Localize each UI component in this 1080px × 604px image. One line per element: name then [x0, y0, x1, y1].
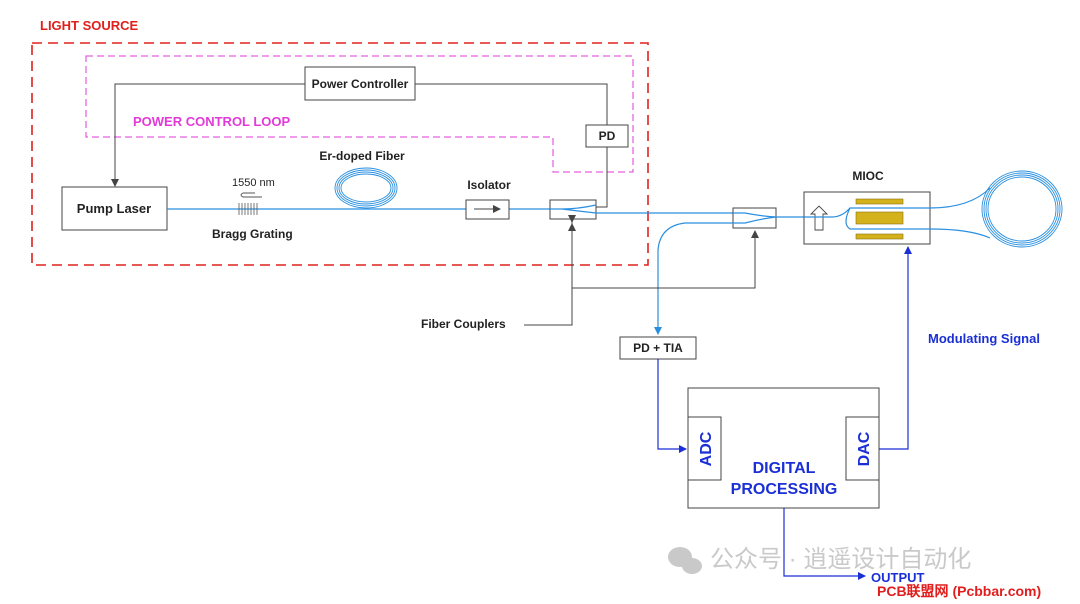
coupler-1-leader — [524, 215, 576, 326]
power-controller-label: Power Controller — [312, 77, 409, 91]
reflection-arrow-icon — [240, 192, 262, 198]
coupler-2-leader — [572, 230, 759, 289]
bragg-grating — [238, 203, 258, 215]
polarizer-arrow-icon — [809, 205, 829, 231]
pump-laser-label: Pump Laser — [77, 201, 151, 216]
pc-to-pump-wire — [111, 83, 305, 187]
dac-box — [845, 416, 880, 481]
pd-to-adc-signal — [657, 359, 687, 453]
wavelength-label: 1550 nm — [232, 177, 275, 189]
isolator-box — [465, 199, 510, 220]
mioc-electrode-mid — [855, 211, 904, 225]
adc-label: ADC — [698, 431, 715, 466]
power-control-loop-frame — [85, 55, 634, 173]
output-signal — [783, 508, 866, 580]
er-doped-fiber-label: Er-doped Fiber — [319, 149, 405, 163]
light-source-frame — [31, 42, 649, 266]
coil-lead-top — [929, 187, 991, 209]
digital-label: DIGITAL — [753, 460, 816, 477]
dac-label: DAC — [856, 431, 873, 466]
watermark-site: PCB联盟网 (Pcbbar.com) — [877, 583, 1041, 599]
fiber-couplers-label: Fiber Couplers — [421, 317, 506, 331]
coupler-2-fibers — [733, 212, 777, 224]
pd-to-coupler-wire — [596, 147, 608, 208]
er-doped-fiber-coil — [334, 167, 398, 209]
light-source-label: LIGHT SOURCE — [40, 18, 139, 33]
fiber-sensing-coil — [981, 170, 1063, 248]
bragg-grating-label: Bragg Grating — [212, 227, 293, 241]
power-control-loop-label: POWER CONTROL LOOP — [133, 114, 291, 129]
coil-lead-bottom — [929, 228, 991, 239]
mioc-waveguide — [804, 207, 930, 230]
processing-label: PROCESSING — [731, 481, 838, 498]
modulating-signal-label: Modulating Signal — [928, 331, 1040, 346]
mioc-electrode-top — [855, 198, 904, 205]
mioc-label: MIOC — [852, 169, 884, 183]
output-label: OUTPUT — [871, 570, 925, 585]
coupler-1-fibers — [550, 204, 597, 214]
adc-box — [687, 416, 722, 481]
pd-tia-label: PD + TIA — [633, 341, 683, 355]
pd-label: PD — [599, 129, 616, 143]
pc-to-pd-wire — [415, 83, 608, 125]
isolator-label: Isolator — [467, 178, 511, 192]
dac-to-mioc-signal — [879, 246, 912, 450]
return-fiber — [654, 222, 733, 335]
mioc-electrode-bottom — [855, 233, 904, 240]
watermark-account: 公众号 · 逍遥设计自动化 — [710, 546, 971, 573]
wechat-icon — [668, 547, 702, 574]
